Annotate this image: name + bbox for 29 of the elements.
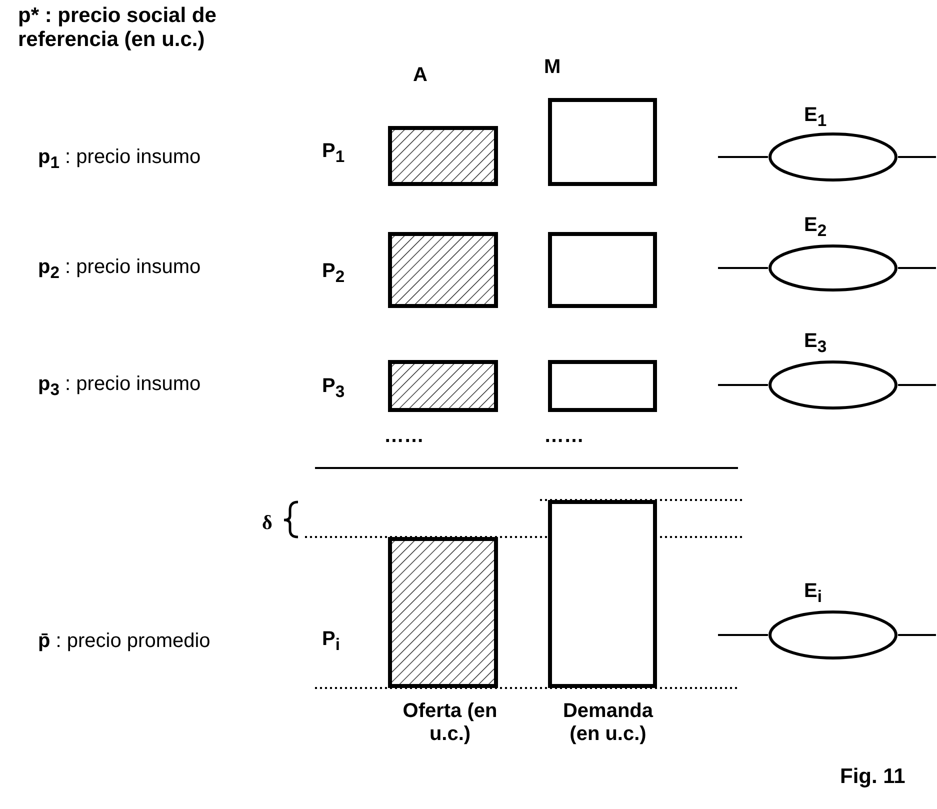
connector-line [898,384,936,386]
node-label: E$_{i}$ [804,580,822,607]
axis-caption: Oferta (en u.c.) [402,700,498,746]
row-label: P$_{1}$ [322,140,345,167]
connector-line [718,156,768,158]
node-label: E$_{2}$ [804,214,827,241]
heading-text: p* : precio social de referencia (en u.c.) [18,4,218,52]
connector-line [718,384,768,386]
column-letter: M [544,56,561,79]
row-label: P$_{2}$ [322,260,345,287]
row-label: P$_{3}$ [322,375,345,402]
connector-line [718,267,768,269]
node-label: E$_{3}$ [804,330,827,357]
ellipsis: …… [544,425,584,448]
figure-caption: Fig. 11 [840,765,906,789]
connector-line [898,634,936,636]
axis-caption: Demanda (en u.c.) [562,700,654,746]
row-description: p̄ : precio promedio [38,630,210,653]
connector-line [718,634,768,636]
row-label: P$_{i}$ [322,628,340,655]
row-description: p$_{1}$ : precio insumo [38,146,201,173]
connector-line [898,267,936,269]
row-description: p$_{3}$ : precio insumo [38,373,201,400]
node-label: E$_{1}$ [804,104,827,131]
delta-symbol: δ [262,512,272,535]
row-description: p$_{2}$ : precio insumo [38,256,201,283]
column-letter: A [413,64,428,87]
connector-line [898,156,936,158]
ellipsis: …… [384,425,424,448]
